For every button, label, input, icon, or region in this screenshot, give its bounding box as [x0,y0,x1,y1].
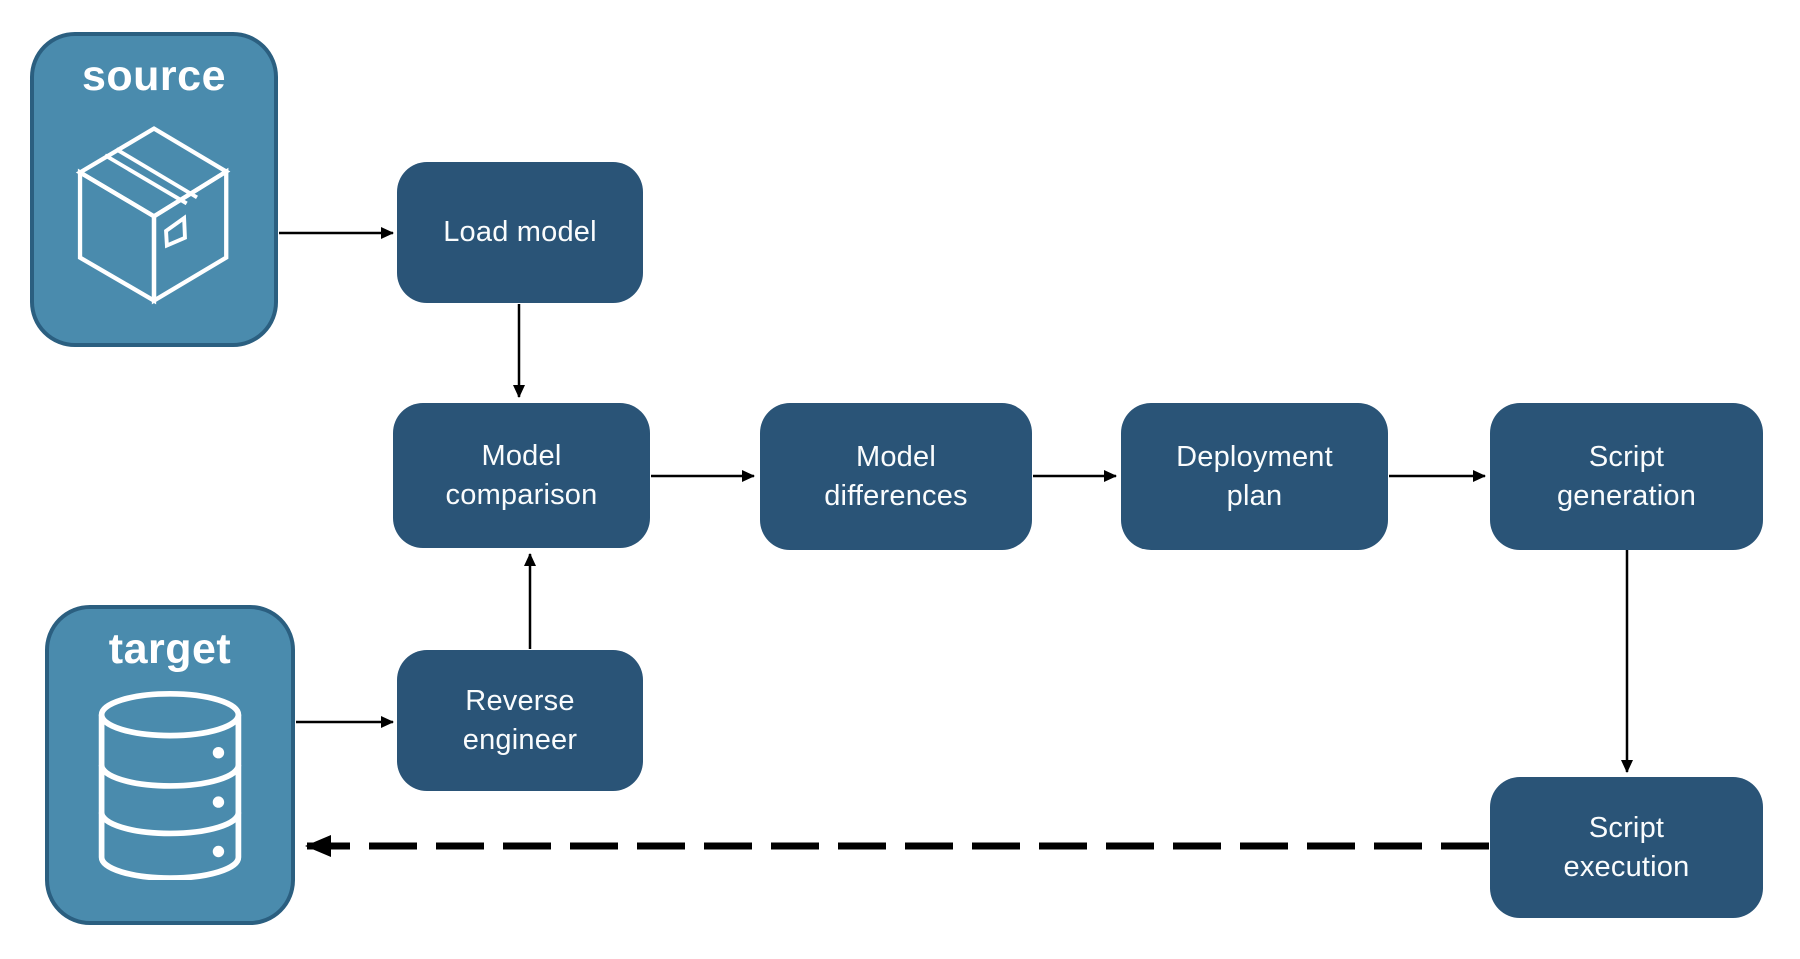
node-deployment-plan: Deployment plan [1121,403,1388,550]
package-icon [68,117,240,312]
node-model-differences: Model differences [760,403,1032,550]
node-load-model: Load model [397,162,643,303]
node-model-comparison-label: Model comparison [445,440,598,511]
node-script-generation: Script generation [1490,403,1763,550]
node-reverse-engineer-label: Reverse engineer [462,685,578,756]
endpoint-target: target [45,605,295,925]
node-script-execution-label: Script execution [1563,812,1690,883]
node-script-execution: Script execution [1490,777,1763,918]
node-model-comparison: Model comparison [393,403,650,548]
database-icon [94,690,246,885]
node-reverse-engineer: Reverse engineer [397,650,643,791]
node-load-model-label: Load model [443,216,597,249]
endpoint-source: source [30,32,278,347]
node-model-differences-label: Model differences [824,441,968,512]
endpoint-source-label: source [81,52,226,100]
node-script-generation-label: Script generation [1556,441,1697,512]
node-deployment-plan-label: Deployment plan [1176,441,1333,512]
endpoint-target-label: target [108,625,232,673]
